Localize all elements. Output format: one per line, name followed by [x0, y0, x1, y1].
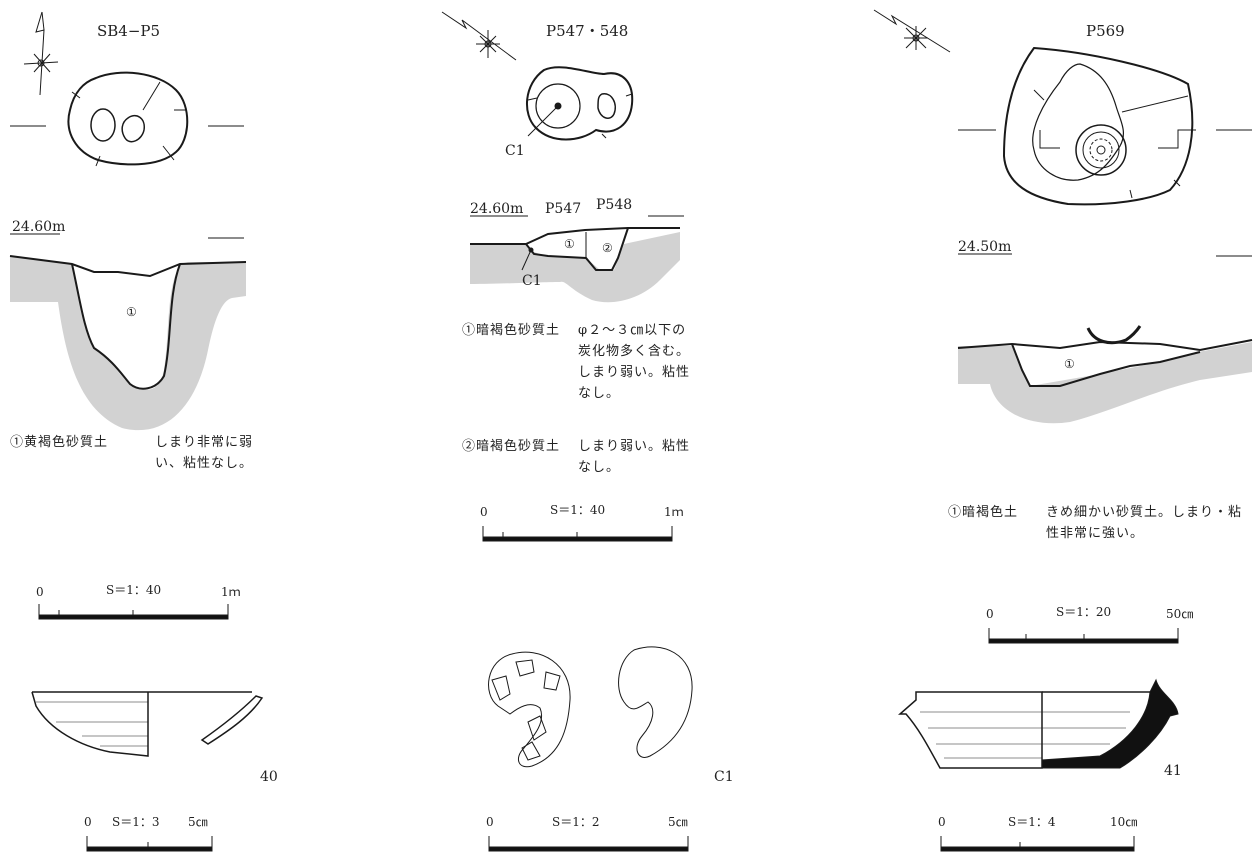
layer-name: ②暗褐色砂質土	[462, 439, 561, 454]
scale-start: 0	[84, 815, 92, 829]
scale-end: 50㎝	[1166, 607, 1194, 621]
scale-ratio: S＝1：20	[1056, 605, 1112, 619]
section-layer-mark: ①	[564, 237, 575, 251]
scale-ratio: S＝1：2	[552, 815, 600, 829]
scale-end: 1ｍ	[664, 505, 684, 519]
panel-title: SB4−P5	[97, 22, 161, 40]
artifact-40-bowl	[31, 691, 264, 757]
artifact-number: 40	[260, 769, 278, 785]
scale-end: 1ｍ	[221, 585, 241, 599]
pit-plan-p569	[958, 46, 1252, 206]
north-arrow-icon	[23, 11, 59, 96]
section-p547-548	[470, 215, 684, 303]
north-arrow-icon	[873, 9, 951, 53]
section-point-label: C1	[522, 273, 542, 289]
layer-name: ①黄褐色砂質土	[10, 435, 109, 450]
layer-name: ①暗褐色土	[948, 505, 1019, 520]
artifact-c1-fragments	[488, 646, 693, 768]
scale-end: 5㎝	[668, 815, 688, 829]
layer-description: ①暗褐色砂質土 φ２～３㎝以下の炭化物多く含む。しまり弱い。粘性なし。	[462, 320, 702, 430]
section-sb4-p5	[9, 233, 247, 431]
panel-title: P547・548	[546, 22, 629, 40]
scale-start: 0	[486, 815, 494, 829]
pit-label-p547: P547	[545, 201, 582, 217]
scale-start: 0	[938, 815, 946, 829]
scale-bar-section-1	[38, 604, 229, 620]
scale-bar-artifact-3	[940, 836, 1135, 852]
scale-start: 0	[36, 585, 44, 599]
layer-description: ②暗褐色砂質土 しまり弱い。粘性なし。	[462, 436, 702, 480]
layer-text: φ２～３㎝以下の炭化物多く含む。しまり弱い。粘性なし。	[578, 323, 691, 401]
artifact-number: 41	[1164, 763, 1182, 779]
pit-label-p548: P548	[596, 197, 633, 213]
scale-start: 0	[986, 607, 994, 621]
scale-ratio: S＝1：3	[112, 815, 160, 829]
layer-text: しまり弱い。粘性なし。	[578, 439, 691, 475]
scale-bar-artifact-2	[488, 836, 689, 852]
scale-end: 10㎝	[1110, 815, 1138, 829]
panel-title: P569	[1086, 22, 1125, 40]
scale-end: 5㎝	[188, 815, 208, 829]
layer-text: きめ細かい砂質土。しまり・粘性非常に強い。	[1046, 505, 1243, 541]
scale-start: 0	[480, 505, 488, 519]
artifact-41-bowl	[898, 678, 1179, 769]
elevation-label: 24.50m	[958, 239, 1012, 255]
north-arrow-icon	[441, 11, 517, 61]
section-p569	[957, 253, 1253, 424]
pit-plan-sb4-p5	[10, 71, 244, 167]
artifact-number: C1	[714, 769, 734, 785]
scale-bar-section-3	[988, 628, 1179, 644]
layer-description: ①黄褐色砂質土 しまり非常に弱い、粘性なし。	[10, 432, 254, 502]
elevation-label: 24.60m	[12, 219, 66, 235]
plan-point-label: C1	[505, 143, 525, 159]
scale-bar-artifact-1	[86, 836, 213, 852]
scale-ratio: S＝1：40	[550, 503, 606, 517]
scale-bar-section-2	[482, 526, 673, 542]
layer-text: しまり非常に弱い、粘性なし。	[155, 435, 254, 471]
layer-description: ①暗褐色土 きめ細かい砂質土。しまり・粘性非常に強い。	[948, 502, 1254, 548]
elevation-label: 24.60m	[470, 201, 524, 217]
pit-plan-p547-548	[525, 66, 634, 141]
layer-name: ①暗褐色砂質土	[462, 323, 561, 338]
section-layer-mark: ②	[602, 241, 613, 255]
section-layer-mark: ①	[126, 305, 137, 319]
scale-ratio: S＝1：4	[1008, 815, 1056, 829]
section-layer-mark: ①	[1064, 357, 1075, 371]
scale-ratio: S＝1：40	[106, 583, 162, 597]
